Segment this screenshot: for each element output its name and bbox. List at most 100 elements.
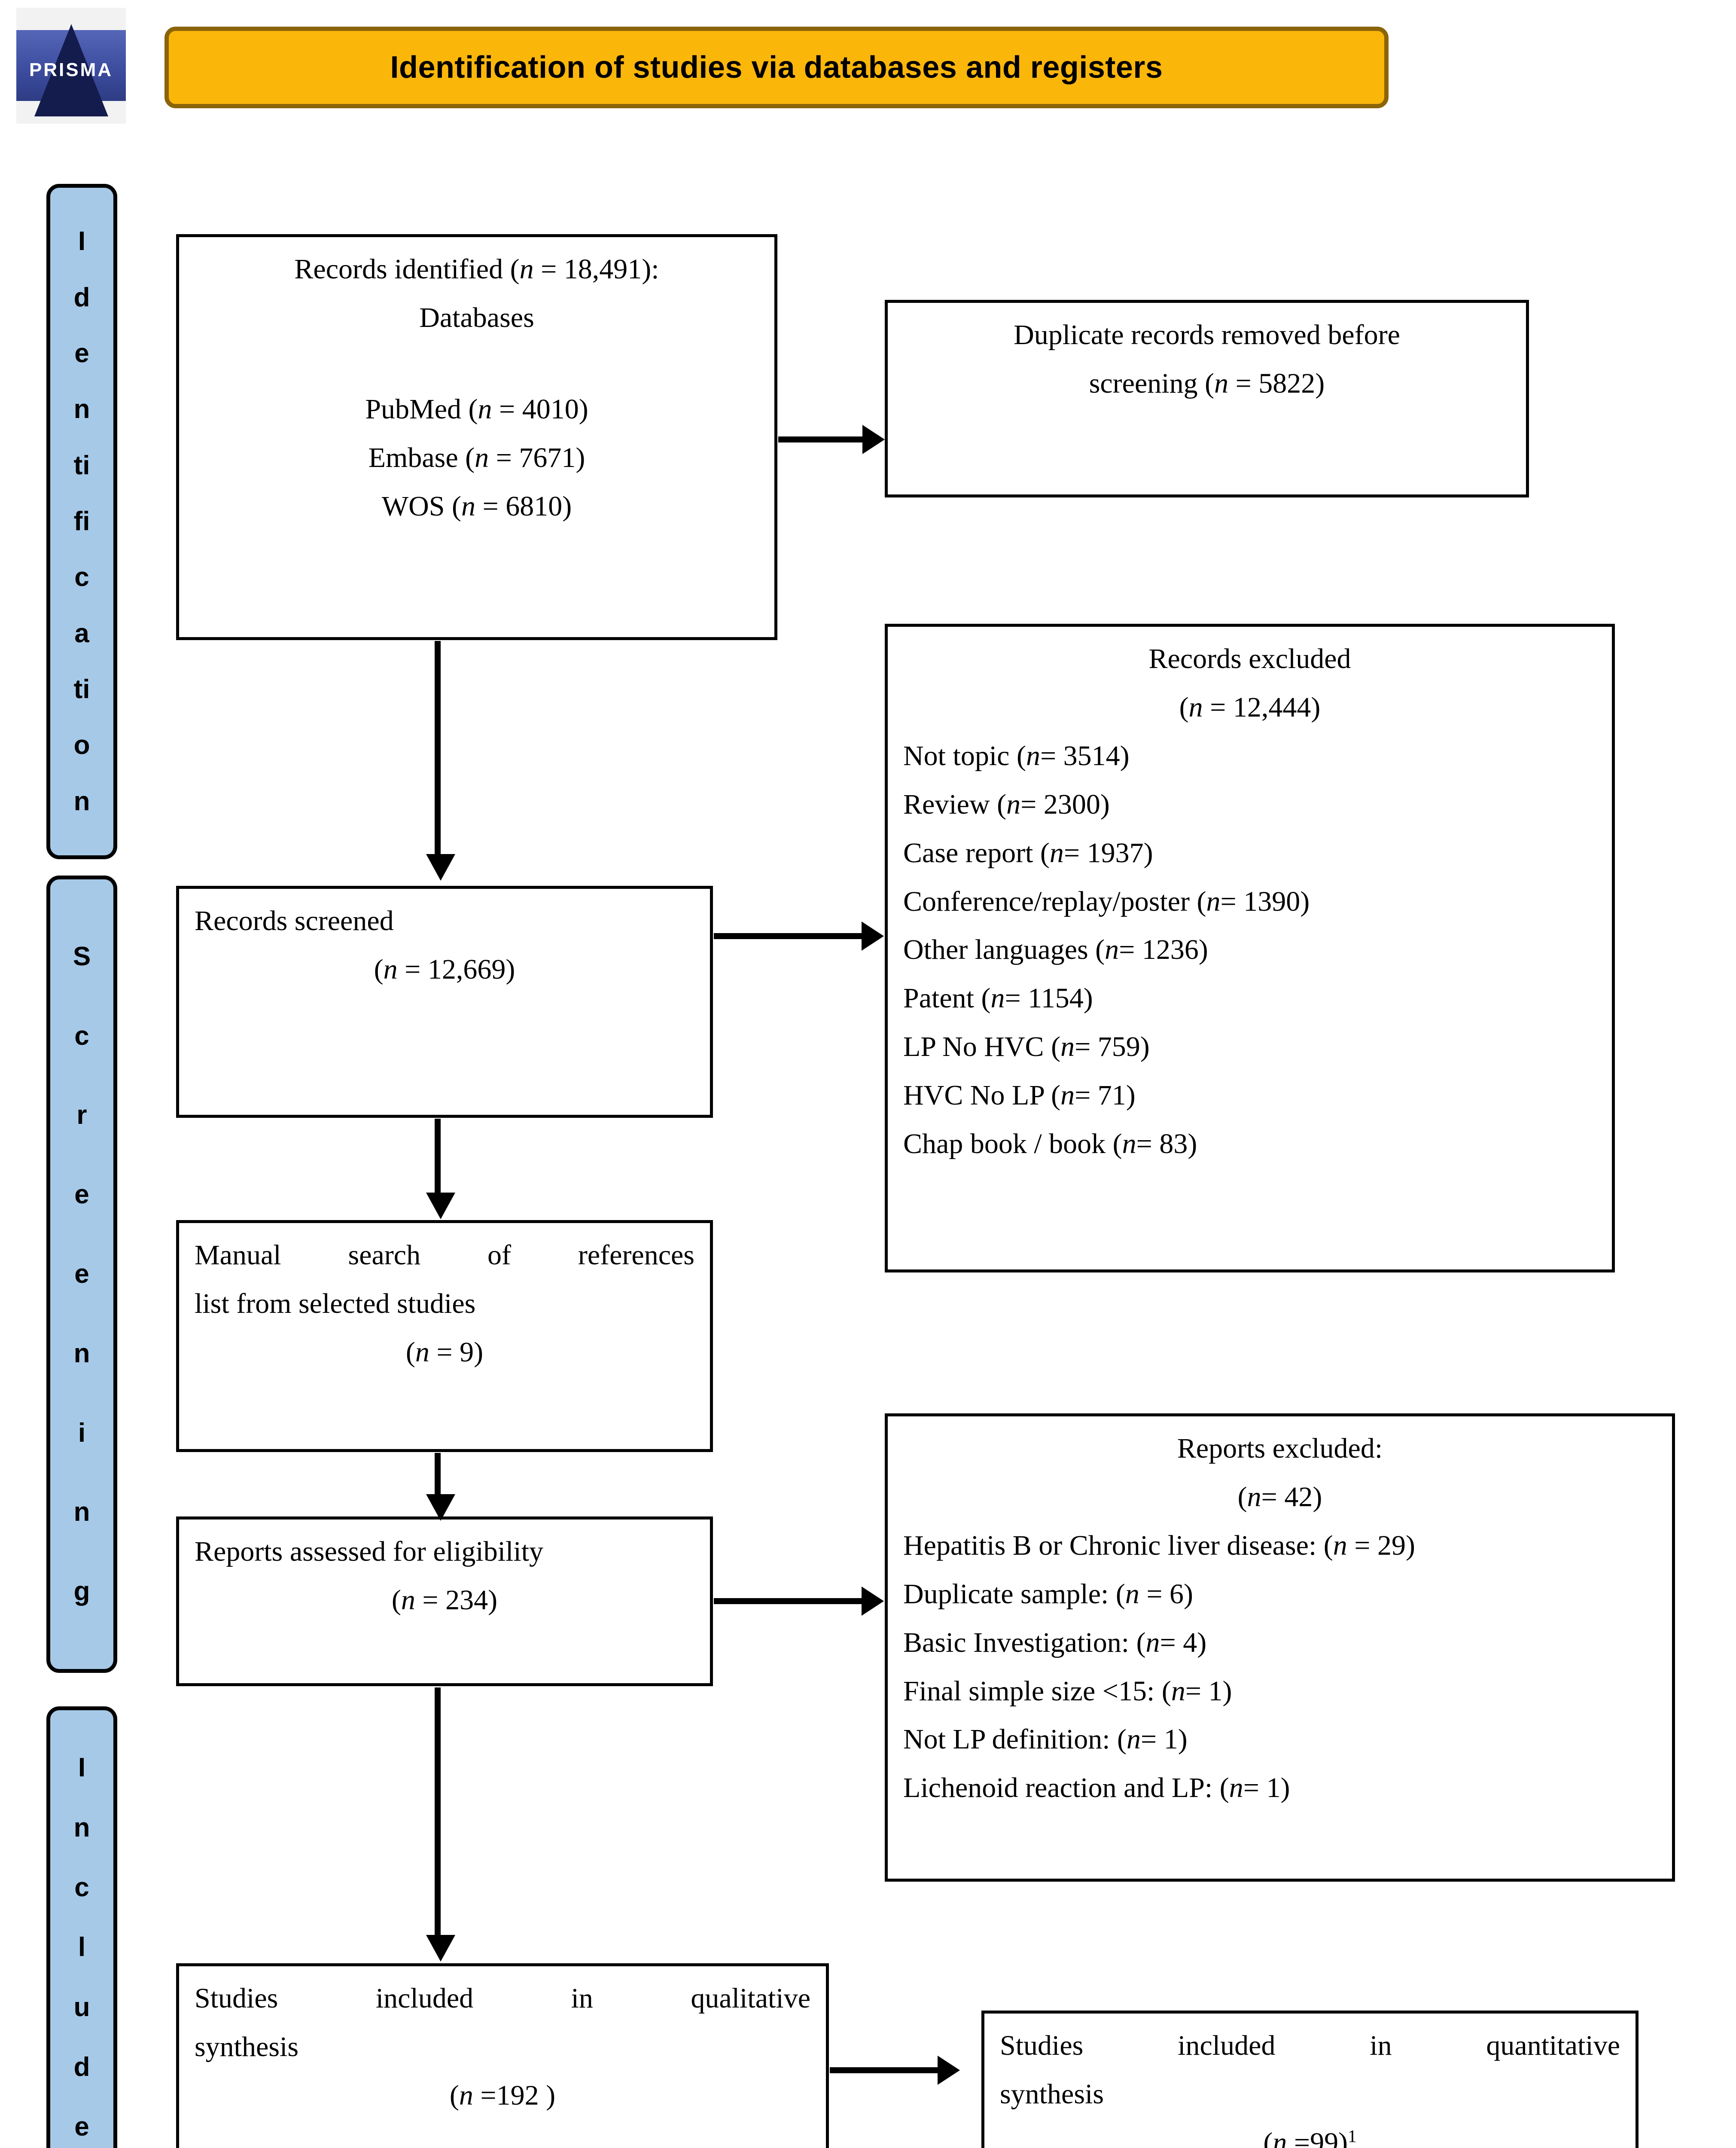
stage-letter: fi: [73, 506, 90, 536]
prisma-logo-icon: PRISMA: [16, 8, 126, 124]
manual-search-line-1: Manual search of references: [195, 1239, 694, 1271]
arrow-qualitative-to-quantitative: [830, 2067, 939, 2073]
stage-letter: ti: [73, 674, 90, 704]
spacer: [195, 344, 759, 387]
manual-search-count: (n = 9): [405, 1336, 484, 1368]
stage-letter: I: [78, 226, 86, 256]
arrow-eligibility-to-reports-excluded: [714, 1598, 863, 1604]
manual-search-line-2: list from selected studies: [195, 1288, 476, 1319]
exclusion-reason: Not topic (n= 3514): [903, 740, 1130, 772]
report-exclusion-reason: Lichenoid reaction and LP: (n= 1): [903, 1772, 1290, 1804]
stage-letter: r: [76, 1100, 87, 1130]
arrow-identified-to-duplicates: [778, 436, 864, 442]
arrow-head-icon: [426, 854, 455, 881]
stage-label-identification: I d e n ti fi c a ti o n: [46, 184, 117, 859]
logo-triangle: [34, 24, 108, 116]
report-exclusion-reason: Duplicate sample: (n = 6): [903, 1578, 1194, 1610]
header-title: Identification of studies via databases …: [390, 50, 1163, 85]
exclusion-reason: Review (n= 2300): [903, 788, 1110, 820]
report-exclusion-reason: Hepatitis B or Chronic liver disease: (n…: [903, 1529, 1415, 1561]
stage-letter: l: [78, 1932, 86, 1962]
arrow-screened-to-excluded: [714, 933, 863, 939]
stage-letter: I: [78, 1753, 86, 1783]
source-embase: Embase (n = 7671): [368, 442, 585, 473]
records-identified-title: Records identified (n = 18,491):: [294, 253, 659, 285]
exclusion-reason: Case report (n= 1937): [903, 837, 1153, 869]
arrow-head-icon: [862, 1587, 884, 1616]
eligibility-title: Reports assessed for eligibility: [195, 1536, 544, 1567]
source-pubmed: PubMed (n = 4010): [365, 393, 588, 425]
stage-letter: c: [74, 562, 89, 592]
records-excluded-total: (n = 12,444): [1179, 691, 1321, 723]
report-exclusion-reason: Not LP definition: (n= 1): [903, 1724, 1188, 1755]
exclusion-reason: Conference/replay/poster (n= 1390): [903, 885, 1310, 917]
arrow-head-icon: [862, 921, 884, 951]
stage-letter: n: [73, 1497, 90, 1527]
reports-excluded-total: (n= 42): [1237, 1481, 1322, 1513]
eligibility-count: (n = 234): [391, 1584, 498, 1616]
arrow-screened-to-manual: [435, 1119, 441, 1194]
stage-letter: n: [73, 786, 90, 816]
box-manual-search: Manual search of references list from se…: [176, 1220, 713, 1452]
stage-letter: e: [74, 338, 89, 368]
box-records-excluded: Records excluded (n = 12,444) Not topic …: [885, 624, 1615, 1272]
records-identified-subtitle: Databases: [419, 302, 534, 333]
stage-label-screening: S c r e e n i n g: [46, 876, 117, 1673]
box-records-identified: Records identified (n = 18,491): Databas…: [176, 234, 777, 640]
records-screened-count: (n = 12,669): [374, 953, 515, 985]
qualitative-line-2: synthesis: [195, 2031, 299, 2063]
stage-letter: e: [74, 2112, 89, 2142]
stage-letter: g: [73, 1577, 90, 1607]
quantitative-line-1: Studies included in quantitative: [1000, 2030, 1620, 2061]
footnote-marker: 1: [1348, 2126, 1357, 2146]
quantitative-count: (n =99): [1263, 2127, 1348, 2148]
stage-letter: d: [73, 282, 90, 312]
stage-letter: a: [74, 618, 89, 648]
stage-letter: ti: [73, 450, 90, 480]
qualitative-count: (n =192 ): [449, 2079, 556, 2111]
arrow-head-icon: [426, 1494, 455, 1521]
arrow-manual-to-eligibility: [435, 1453, 441, 1496]
stage-letter: e: [74, 1180, 89, 1210]
qualitative-line-1: Studies included in qualitative: [195, 1983, 810, 2014]
box-qualitative-synthesis: Studies included in qualitative synthesi…: [176, 1963, 829, 2148]
stage-letter: o: [73, 730, 90, 760]
arrow-eligibility-to-qualitative: [435, 1687, 441, 1937]
arrow-head-icon: [862, 425, 885, 454]
report-exclusion-reason: Basic Investigation: (n= 4): [903, 1626, 1207, 1658]
reports-excluded-title: Reports excluded:: [1177, 1433, 1383, 1464]
arrow-head-icon: [426, 1193, 455, 1219]
exclusion-reason: Patent (n= 1154): [903, 982, 1093, 1014]
quantitative-line-2: synthesis: [1000, 2078, 1104, 2110]
box-reports-eligibility: Reports assessed for eligibility (n = 23…: [176, 1516, 713, 1686]
duplicates-line-1: Duplicate records removed before: [1014, 319, 1400, 351]
duplicates-line-2: screening (n = 5822): [1089, 367, 1325, 399]
box-duplicates-removed: Duplicate records removed before screeni…: [885, 300, 1529, 497]
arrow-head-icon: [426, 1935, 455, 1962]
box-quantitative-synthesis: Studies included in quantitative synthes…: [981, 2011, 1639, 2148]
stage-letter: n: [73, 1338, 90, 1368]
stage-letter: d: [73, 2052, 90, 2082]
exclusion-reason: Other languages (n= 1236): [903, 934, 1208, 966]
box-records-screened: Records screened (n = 12,669): [176, 886, 713, 1118]
report-exclusion-reason: Final simple size <15: (n= 1): [903, 1675, 1232, 1707]
exclusion-reason: HVC No LP (n= 71): [903, 1080, 1136, 1111]
stage-label-included: I n c l u d e d: [46, 1706, 117, 2148]
stage-letter: u: [73, 1992, 90, 2022]
logo-wordmark: PRISMA: [29, 59, 113, 80]
header-banner: Identification of studies via databases …: [164, 27, 1389, 108]
stage-letter: e: [74, 1259, 89, 1289]
source-wos: WOS (n = 6810): [381, 490, 572, 522]
exclusion-reason: LP No HVC (n= 759): [903, 1031, 1150, 1063]
exclusion-reason: Chap book / book (n= 83): [903, 1128, 1197, 1160]
quantitative-count-line: (n =99)1: [1000, 2120, 1620, 2148]
stage-letter: S: [73, 941, 91, 971]
records-excluded-title: Records excluded: [1148, 643, 1351, 674]
stage-letter: n: [73, 394, 90, 424]
stage-letter: c: [74, 1021, 89, 1051]
arrow-identified-to-screened: [435, 641, 441, 856]
stage-letter: c: [74, 1872, 89, 1902]
stage-letter: i: [78, 1418, 86, 1448]
stage-letter: n: [73, 1812, 90, 1843]
